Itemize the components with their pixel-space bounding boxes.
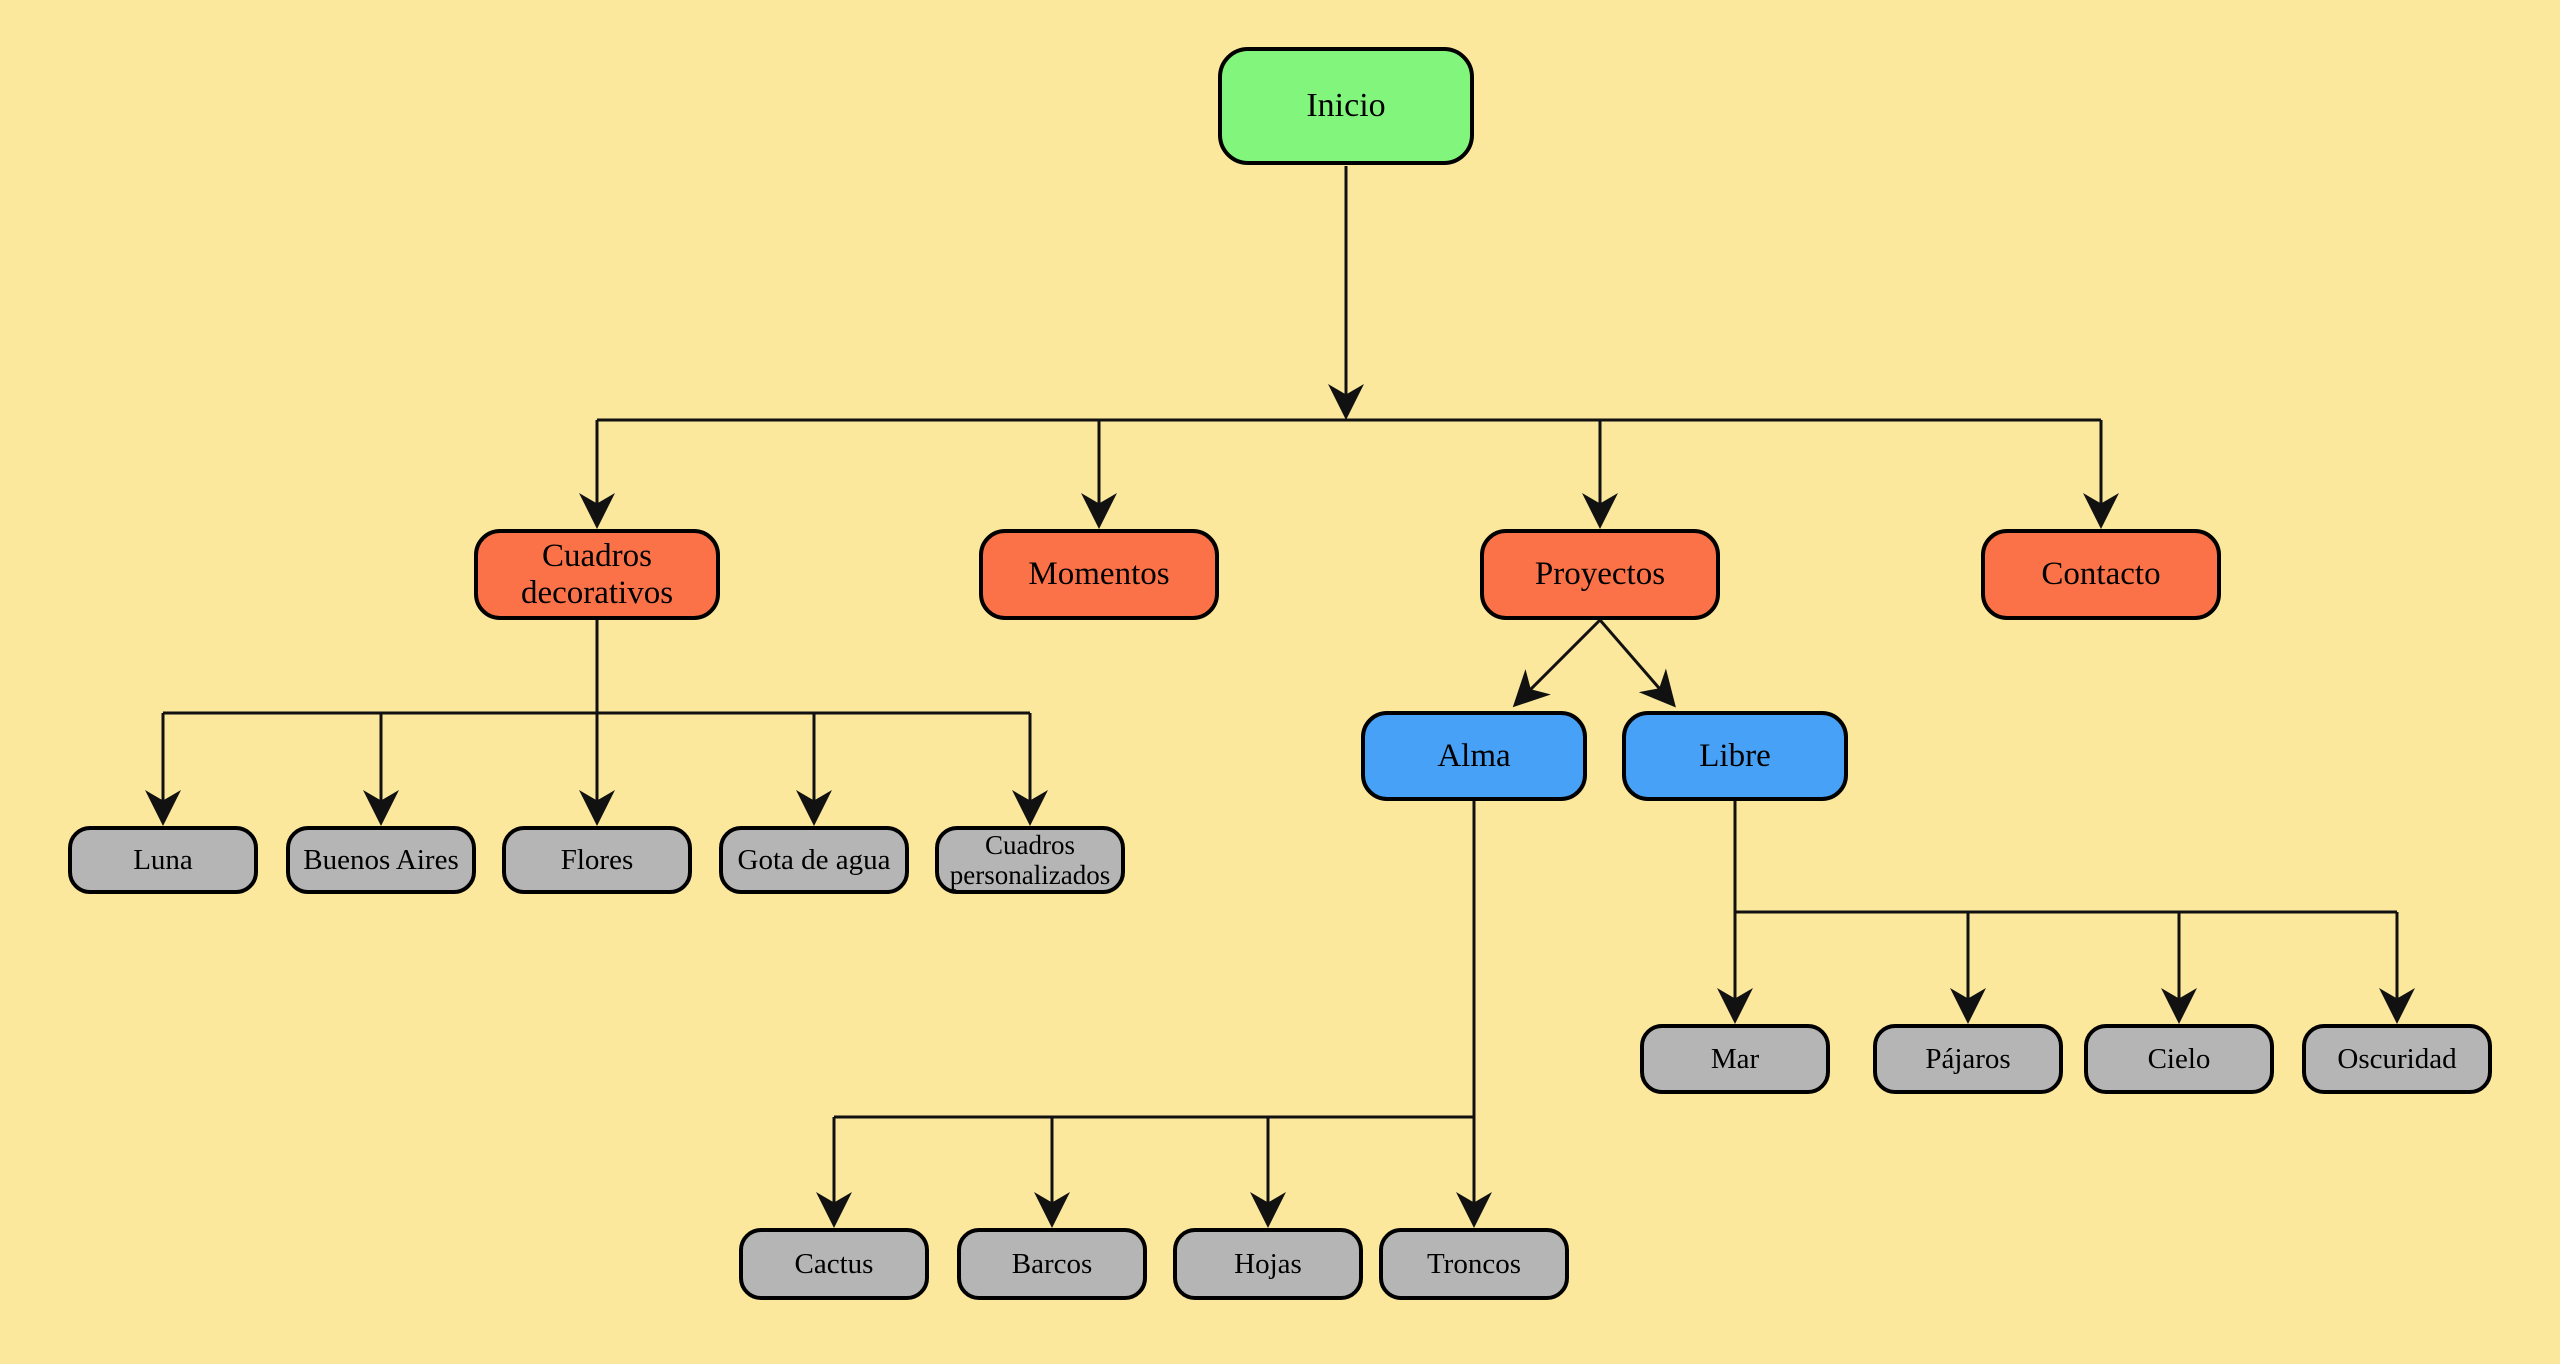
node-label: Momentos <box>1028 556 1170 593</box>
node-label: Troncos <box>1426 1247 1521 1280</box>
node-label: Buenos Aires <box>303 843 459 876</box>
node-pajaros: Pájaros <box>1873 1024 2063 1094</box>
node-alma: Alma <box>1361 711 1587 801</box>
node-troncos: Troncos <box>1379 1228 1569 1300</box>
node-contacto: Contacto <box>1981 529 2221 620</box>
node-inicio: Inicio <box>1218 47 1474 165</box>
node-proyectos: Proyectos <box>1480 529 1720 620</box>
node-mar: Mar <box>1640 1024 1830 1094</box>
node-label: Hojas <box>1234 1247 1302 1280</box>
node-label: Cuadros personalizados <box>949 829 1111 890</box>
node-oscuridad: Oscuridad <box>2302 1024 2492 1094</box>
node-momentos: Momentos <box>979 529 1219 620</box>
node-label: Alma <box>1437 737 1511 774</box>
node-cactus: Cactus <box>739 1228 929 1300</box>
node-luna: Luna <box>68 826 258 894</box>
node-label: Luna <box>133 843 193 876</box>
node-label: Pájaros <box>1925 1042 2011 1075</box>
edge-proyectos-alma <box>1512 618 1602 708</box>
node-label: Inicio <box>1306 86 1386 124</box>
node-label: Barcos <box>1011 1247 1093 1280</box>
edge-proyectos-libre <box>1598 619 1676 708</box>
node-cielo: Cielo <box>2084 1024 2274 1094</box>
node-label: Cactus <box>794 1247 874 1280</box>
node-hojas: Hojas <box>1173 1228 1363 1300</box>
node-label: Cuadros decorativos <box>520 537 674 611</box>
node-buenos-aires: Buenos Aires <box>286 826 476 894</box>
node-label: Cielo <box>2147 1042 2211 1075</box>
node-label: Mar <box>1710 1042 1760 1075</box>
node-cuadros-decorativos: Cuadros decorativos <box>474 529 720 620</box>
node-label: Libre <box>1699 737 1771 774</box>
node-label: Gota de agua <box>737 843 891 876</box>
node-barcos: Barcos <box>957 1228 1147 1300</box>
node-label: Oscuridad <box>2337 1042 2457 1075</box>
node-libre: Libre <box>1622 711 1848 801</box>
node-flores: Flores <box>502 826 692 894</box>
node-label: Proyectos <box>1534 556 1666 593</box>
node-cuadros-personalizados: Cuadros personalizados <box>935 826 1125 894</box>
node-label: Flores <box>560 843 634 876</box>
node-label: Contacto <box>2041 556 2161 593</box>
node-gota-de-agua: Gota de agua <box>719 826 909 894</box>
